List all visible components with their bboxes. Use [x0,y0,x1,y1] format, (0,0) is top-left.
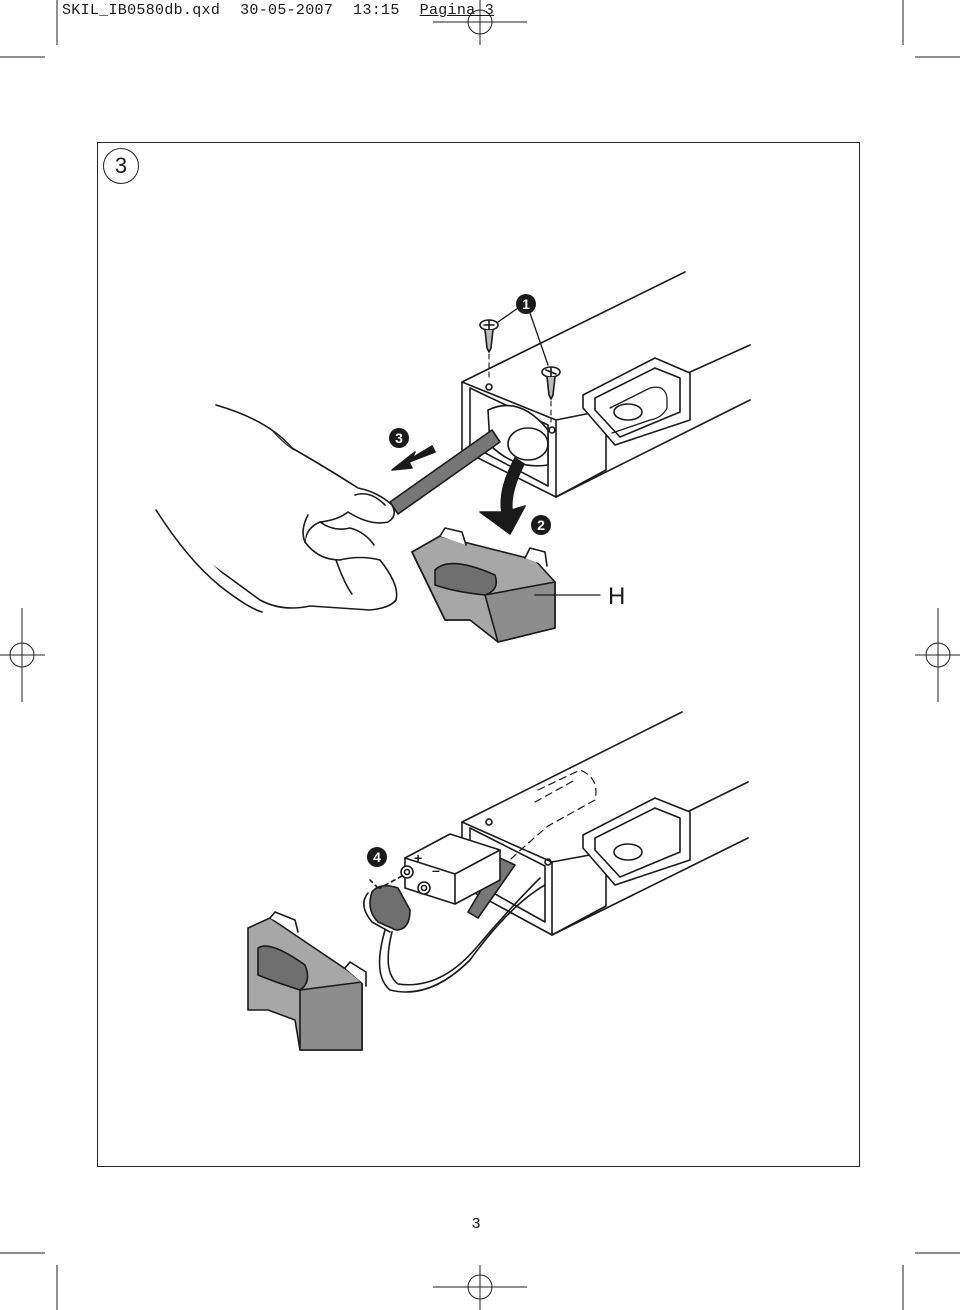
battery-clip [363,875,546,993]
screw-icon-right [541,366,561,423]
part-label-h: H [608,583,626,610]
header-page-label: Pagina 3 [419,2,495,19]
step-2-marker: 2 [531,515,551,535]
arrow-icon-drop [479,457,526,535]
page-number: 3 [472,1215,481,1232]
battery-illustration [400,833,501,905]
registration-mark-bottom [433,1265,527,1310]
step-4-marker: 4 [367,847,387,867]
registration-mark-left [0,608,45,702]
screw-icon-left [479,319,499,379]
arrow-icon-pull [391,445,436,471]
header-filename: SKIL_IB0580db.qxd [62,2,221,19]
level-beam-bottom [461,711,749,936]
hand-illustration [155,404,398,613]
crop-mark-bottom-left [0,1252,58,1310]
pull-strap [389,429,501,515]
battery-cover-lower [247,911,367,1051]
step-3-marker: 3 [389,428,409,448]
figure-number: 3 [103,148,139,184]
step-1-marker: 1 [516,294,536,314]
header-time: 13:15 [353,2,400,19]
print-header: SKIL_IB0580db.qxd 30-05-2007 13:15 Pagina 3 [62,2,514,19]
figure-frame [97,142,860,1167]
level-beam-top [461,271,751,498]
crop-mark-bottom-right [902,1252,960,1310]
battery-plus-label: + [414,850,423,866]
crop-mark-top-left [0,0,58,58]
battery-minus-label: – [432,862,440,878]
battery-cover-upper [411,527,601,643]
registration-mark-right [915,608,960,702]
crop-mark-top-right [902,0,960,58]
header-date: 30-05-2007 [240,2,334,19]
registration-mark-top [433,0,527,45]
